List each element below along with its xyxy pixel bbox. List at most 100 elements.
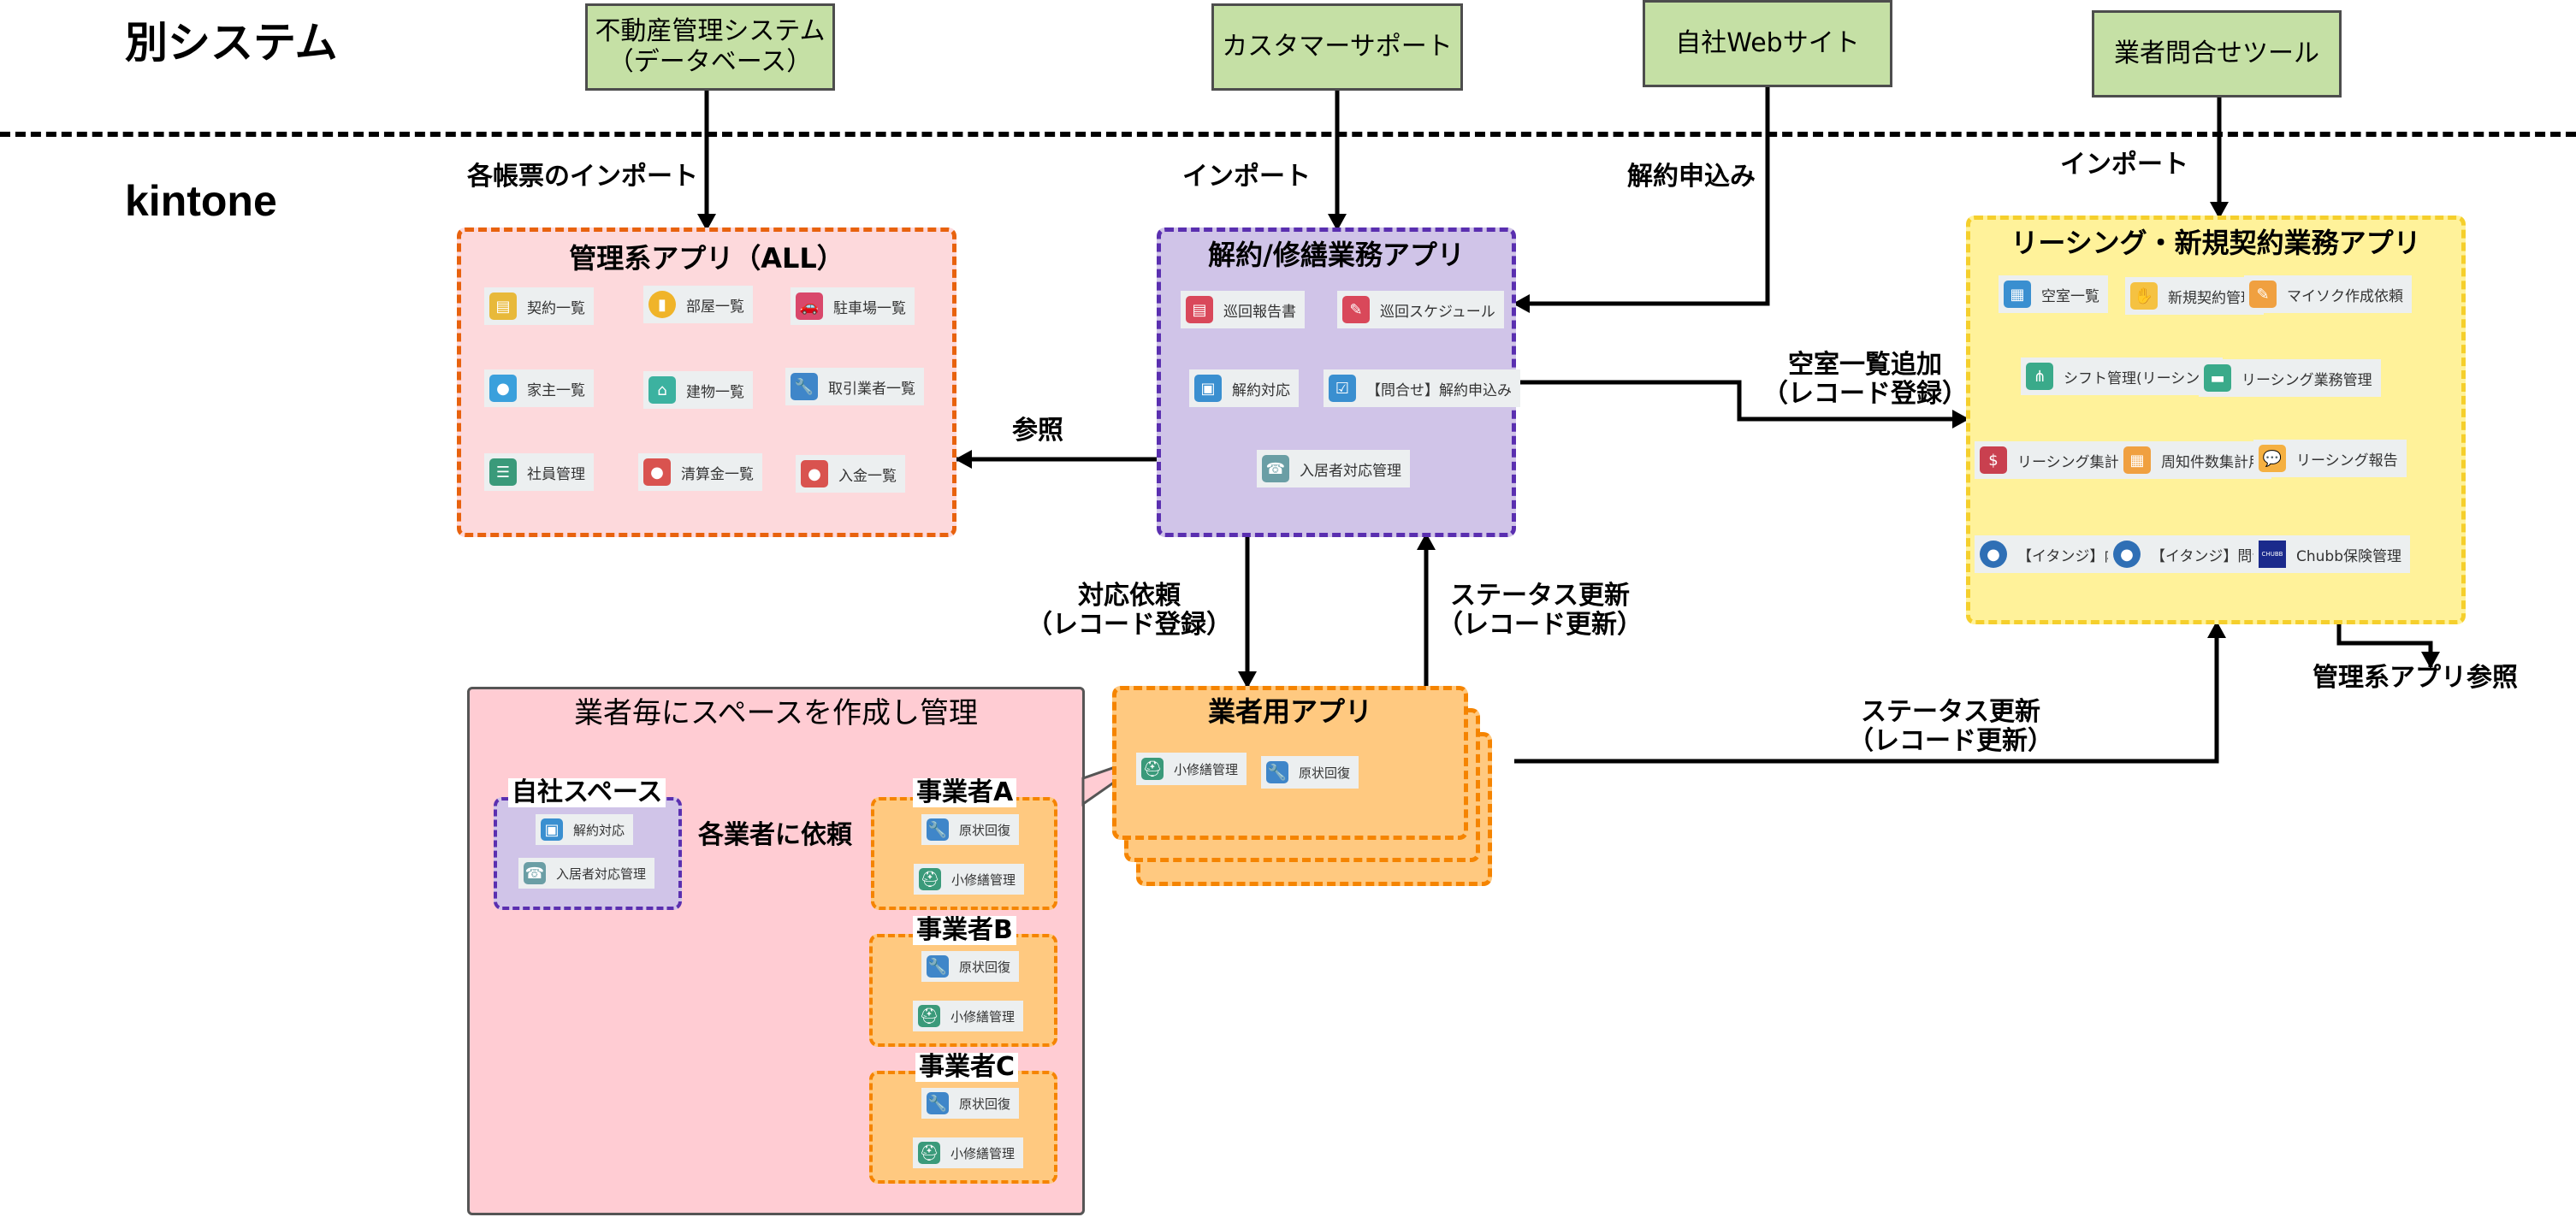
phone-icon: ☎ bbox=[524, 862, 546, 884]
external-system-customer-support[interactable]: カスタマーサポート bbox=[1211, 3, 1463, 91]
app-label: 駐車場一覧 bbox=[833, 299, 906, 317]
own-app-cancel-handling[interactable]: ▣解約対応 bbox=[536, 814, 634, 845]
external-system-realestate-db[interactable]: 不動産管理システム （データベース） bbox=[585, 3, 835, 91]
chat-icon: 💬 bbox=[2259, 445, 2286, 472]
helmet-icon: ⛑ bbox=[918, 1005, 940, 1027]
app-new-contract[interactable]: ✋新規契約管理 bbox=[2125, 277, 2264, 315]
helmet-icon: ⛑ bbox=[919, 868, 941, 890]
vendor-c-app-restoration[interactable]: 🔧 原状回復 bbox=[921, 1088, 1020, 1119]
own-app-tenant-support[interactable]: ☎入居者対応管理 bbox=[518, 858, 655, 889]
edge-label-status-update-cancel: ステータス更新 （レコード更新） bbox=[1437, 581, 1643, 640]
app-label: 原状回復 bbox=[959, 1096, 1011, 1112]
app-label: 清算金一覧 bbox=[681, 465, 754, 483]
app-parking-list[interactable]: 🚗 駐車場一覧 bbox=[791, 287, 915, 325]
app-label: 小修繕管理 bbox=[950, 1145, 1016, 1161]
edge-label-request-each-vendor: 各業者に依頼 bbox=[698, 820, 852, 850]
app-label: シフト管理(リーシン… bbox=[2064, 369, 2215, 387]
checklist-icon: ☑ bbox=[1329, 375, 1356, 402]
clipboard-icon: ▤ bbox=[489, 292, 517, 320]
app-label: 小修繕管理 bbox=[950, 1008, 1016, 1025]
app-label: マイソク作成依頼 bbox=[2287, 287, 2403, 305]
app-contract-list[interactable]: ▤契約一覧 bbox=[484, 287, 594, 325]
edge-label-import-vendor: インポート bbox=[2060, 150, 2188, 180]
zone-label-external: 別システム bbox=[125, 19, 338, 67]
handshake-icon: ✋ bbox=[2130, 282, 2158, 310]
door-icon: ▮ bbox=[648, 291, 676, 318]
app-maisoku-request[interactable]: ✎ マイソク作成依頼 bbox=[2244, 275, 2412, 313]
app-label: 部屋一覧 bbox=[686, 298, 744, 316]
app-label: 巡回スケジュール bbox=[1380, 303, 1495, 321]
app-label: 解約対応 bbox=[1232, 381, 1290, 399]
piggy-bank-icon: ● bbox=[643, 458, 671, 486]
wrench-icon: 🔧 bbox=[927, 818, 949, 841]
app-room-list[interactable]: ▮ 部屋一覧 bbox=[643, 286, 753, 323]
edge-label-import-each-form: 各帳票のインポート bbox=[467, 162, 698, 192]
vendor-space-title: 事業者A bbox=[913, 778, 1017, 807]
app-notice-count[interactable]: ▦周知件数集計用 bbox=[2118, 441, 2271, 479]
app-patrol-schedule[interactable]: ✎ 巡回スケジュール bbox=[1337, 291, 1504, 328]
app-cancel-handling[interactable]: ▣解約対応 bbox=[1189, 369, 1299, 407]
store-icon: ▦ bbox=[2004, 281, 2031, 308]
app-label: 【イタンジ】内見 bbox=[2017, 547, 2134, 565]
app-restoration[interactable]: 🔧原状回復 bbox=[1261, 756, 1359, 789]
external-system-company-website[interactable]: 自社Webサイト bbox=[1643, 0, 1892, 87]
app-label: 【イタンジ】問合せ bbox=[2151, 547, 2282, 565]
car-icon: 🚗 bbox=[796, 292, 823, 320]
helmet-icon: ⛑ bbox=[918, 1142, 940, 1164]
document-pen-icon: ✎ bbox=[2249, 281, 2277, 308]
app-minor-repair[interactable]: ⛑小修繕管理 bbox=[1136, 753, 1247, 785]
report-icon: ▤ bbox=[1186, 296, 1213, 323]
vendor-a-app-restoration[interactable]: 🔧原状回復 bbox=[921, 814, 1020, 845]
wrench-icon: 🔧 bbox=[927, 1092, 949, 1114]
phone-icon: ☎ bbox=[1262, 455, 1289, 482]
vendor-b-app-restoration[interactable]: 🔧原状回復 bbox=[921, 951, 1020, 982]
own-space-title: 自社スペース bbox=[508, 778, 666, 807]
chubb-logo-icon: CHUBB bbox=[2259, 541, 2286, 568]
app-leasing-report[interactable]: 💬リーシング報告 bbox=[2253, 440, 2407, 477]
app-label: 【問合せ】解約申込み bbox=[1366, 381, 1512, 399]
app-patrol-report[interactable]: ▤ 巡回報告書 bbox=[1181, 291, 1305, 328]
vendor-a-app-minor-repair[interactable]: ⛑小修繕管理 bbox=[914, 864, 1025, 895]
app-label: リーシング業務管理 bbox=[2241, 371, 2372, 389]
polar-bear-icon: ● bbox=[1980, 541, 2007, 568]
id-card-icon: ☰ bbox=[489, 458, 517, 486]
edge-label-status-update-leasing: ステータス更新 （レコード更新） bbox=[1848, 697, 2053, 756]
vendor-b-app-minor-repair[interactable]: ⛑ 小修繕管理 bbox=[913, 1001, 1024, 1031]
app-building-list[interactable]: ⌂建物一覧 bbox=[643, 371, 753, 409]
app-tenant-support[interactable]: ☎ 入居者対応管理 bbox=[1257, 450, 1410, 487]
edge-web-to-cancel bbox=[1513, 87, 1770, 313]
app-leasing-work[interactable]: ▬リーシング業務管理 bbox=[2199, 359, 2381, 397]
app-inquiry-cancel-application[interactable]: ☑ 【問合せ】解約申込み bbox=[1324, 369, 1520, 407]
edge-label-vacancy-add: 空室一覧追加 （レコード登録） bbox=[1762, 350, 1968, 409]
app-employee-management[interactable]: ☰社員管理 bbox=[484, 453, 594, 491]
wrench-icon: 🔧 bbox=[791, 373, 818, 400]
app-deposit-list[interactable]: ●入金一覧 bbox=[796, 455, 905, 493]
app-label: 空室一覧 bbox=[2041, 287, 2099, 305]
zone-label-kintone: kintone bbox=[125, 177, 277, 225]
app-shift-management[interactable]: ⋔シフト管理(リーシン… bbox=[2021, 357, 2224, 395]
app-settlement-list[interactable]: ● 清算金一覧 bbox=[638, 453, 762, 491]
app-label: 取引業者一覧 bbox=[828, 380, 915, 398]
app-leasing-summary[interactable]: $リーシング集計表 bbox=[1975, 441, 2142, 479]
app-label: 小修繕管理 bbox=[1174, 761, 1239, 777]
edge-label-reference: 参照 bbox=[1012, 416, 1063, 446]
vendor-space-title: 事業者C bbox=[915, 1053, 1019, 1082]
vendor-c-app-minor-repair[interactable]: ⛑ 小修繕管理 bbox=[913, 1137, 1024, 1168]
edge-label-request-support: 対応依頼 （レコード登録） bbox=[1027, 581, 1232, 640]
vendor-space-title: 事業者B bbox=[913, 916, 1016, 945]
space-panel-title: 業者毎にスペースを作成し管理 bbox=[574, 696, 978, 730]
app-label: リーシング集計表 bbox=[2017, 453, 2134, 471]
app-label: 巡回報告書 bbox=[1223, 303, 1296, 321]
app-label: 解約対応 bbox=[573, 822, 625, 838]
group-title: 管理系アプリ（ALL） bbox=[569, 242, 844, 275]
app-label: 入居者対応管理 bbox=[1300, 462, 1401, 480]
schedule-icon: ✎ bbox=[1342, 296, 1370, 323]
app-vendor-list[interactable]: 🔧 取引業者一覧 bbox=[785, 368, 924, 405]
wrench-icon: 🔧 bbox=[927, 955, 949, 978]
person-search-icon: ● bbox=[489, 375, 517, 402]
app-label: 原状回復 bbox=[1299, 765, 1351, 781]
app-owner-list[interactable]: ●家主一覧 bbox=[484, 369, 594, 407]
app-vacancy-list[interactable]: ▦ 空室一覧 bbox=[1999, 275, 2108, 313]
external-system-vendor-inquiry-tool[interactable]: 業者問合せツール bbox=[2092, 10, 2342, 97]
